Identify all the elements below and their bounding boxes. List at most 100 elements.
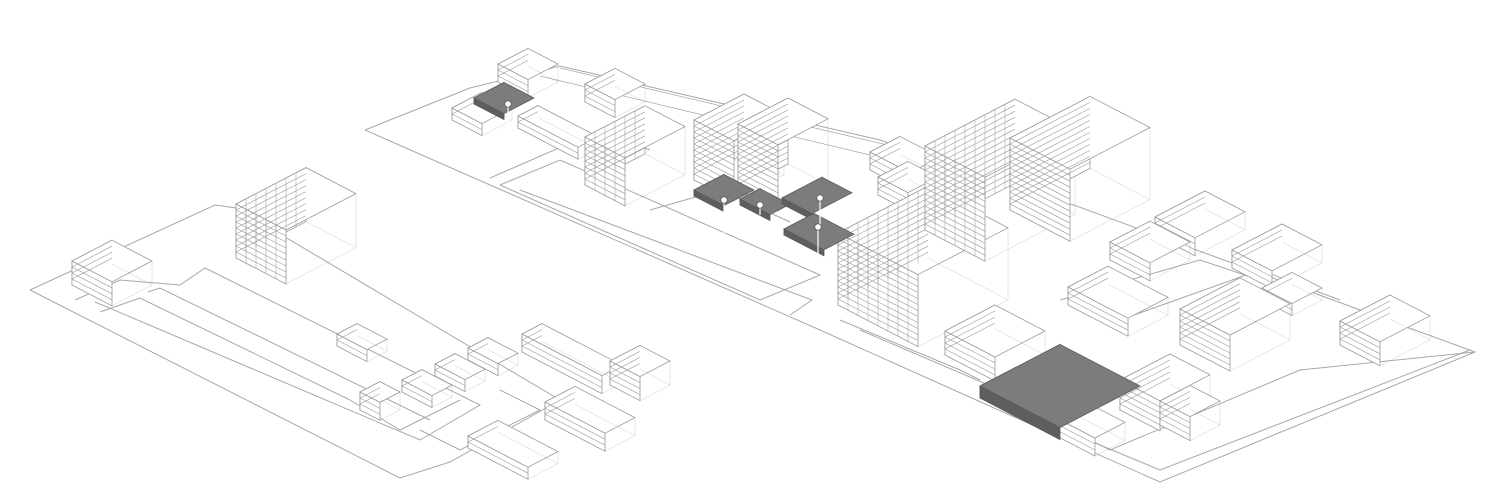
floor-line [497, 60, 529, 92]
floor-line [235, 185, 307, 249]
floor-line [1154, 196, 1206, 245]
floor-line [693, 129, 745, 178]
dark-roof [693, 173, 755, 207]
floor-line [71, 257, 113, 301]
floor-line [1159, 397, 1191, 429]
dark-roof [783, 212, 855, 251]
hidden-edge [285, 221, 357, 285]
floor-line [737, 109, 789, 158]
floor-line [693, 111, 745, 160]
floor-line [544, 392, 606, 440]
building-left-low-1 [71, 239, 153, 307]
floor-line [235, 197, 307, 261]
dark-roof [473, 81, 535, 115]
floor-line [1009, 108, 1091, 182]
building-left-mid [544, 385, 636, 452]
building-nw-2 [497, 47, 559, 99]
building-left-small [336, 322, 388, 363]
floor-line [517, 111, 579, 154]
floor-line [1159, 391, 1191, 423]
building-left-front [467, 419, 559, 480]
marker-dot [816, 194, 824, 202]
building-left-corner [609, 344, 671, 402]
floor-line [71, 251, 113, 295]
floor-line [434, 359, 466, 386]
tower-east-tall [1009, 95, 1151, 242]
floor-line [1231, 235, 1283, 284]
floor-line [737, 115, 789, 164]
road-line [99, 297, 351, 401]
building-left-long [521, 322, 623, 395]
location-marker [720, 196, 728, 240]
building-e-1 [1154, 190, 1246, 257]
floor-line [1067, 271, 1129, 325]
floor-line [609, 363, 641, 395]
floor-line [737, 127, 789, 176]
floor-line [235, 215, 307, 279]
building-row-1 [517, 104, 599, 160]
road-line [519, 189, 814, 316]
location-marker [814, 223, 822, 257]
floor-line [1009, 120, 1091, 194]
floor-line [235, 191, 307, 255]
floor-line [1109, 232, 1151, 276]
floor-line [1231, 229, 1283, 278]
floor-line [944, 316, 996, 370]
floor-line [693, 123, 745, 172]
hidden-edge [379, 399, 401, 421]
floor-line [1009, 144, 1091, 218]
floor-line [1119, 377, 1171, 426]
highlighted-building [739, 187, 791, 222]
tower-left-grid [235, 166, 357, 285]
highlighted-building [783, 212, 855, 257]
floor-line [1067, 277, 1129, 331]
building-left-stack [359, 380, 401, 422]
floor-line [737, 139, 789, 188]
floor-line [1339, 312, 1391, 361]
floor-line [693, 99, 745, 148]
building-se-2 [1179, 277, 1291, 372]
floor-line [497, 54, 529, 86]
building-se-5 [1159, 384, 1221, 442]
floor-line [737, 145, 789, 194]
floor-line [1179, 301, 1241, 360]
building-e-4 [1231, 223, 1323, 290]
floor-line [1009, 162, 1091, 236]
location-marker [816, 194, 824, 228]
marker-dot [756, 201, 764, 209]
floor-line [693, 117, 745, 166]
road-line [499, 159, 822, 301]
floor-line [1179, 289, 1241, 348]
floor-line [467, 426, 529, 474]
floor-line [1009, 126, 1091, 200]
floor-line [1009, 114, 1091, 188]
floor-line [1159, 403, 1191, 435]
building-grid-cluster [584, 105, 686, 207]
floor-line [359, 393, 381, 415]
floor-line [609, 357, 641, 389]
building-e-2 [1109, 220, 1191, 282]
floor-line [1009, 102, 1091, 176]
highlighted-building [979, 343, 1141, 441]
building-se-1 [944, 304, 1046, 382]
location-markers [504, 100, 824, 257]
floor-line [944, 310, 996, 364]
floor-line [235, 179, 307, 243]
dark-roof [781, 176, 853, 215]
floor-line [71, 245, 113, 289]
floor-line [1109, 226, 1151, 270]
floor-line [693, 105, 745, 154]
tower-central-tall [924, 98, 1076, 262]
floor-line [1339, 300, 1391, 349]
floor-line [1179, 307, 1241, 366]
floor-line [584, 80, 616, 112]
floor-line [737, 133, 789, 182]
highlighted-building [693, 173, 755, 213]
road-line [74, 267, 482, 441]
highlighted-building [781, 176, 853, 221]
floor-line [544, 398, 606, 446]
floor-line [467, 343, 499, 370]
floor-line [944, 322, 996, 376]
